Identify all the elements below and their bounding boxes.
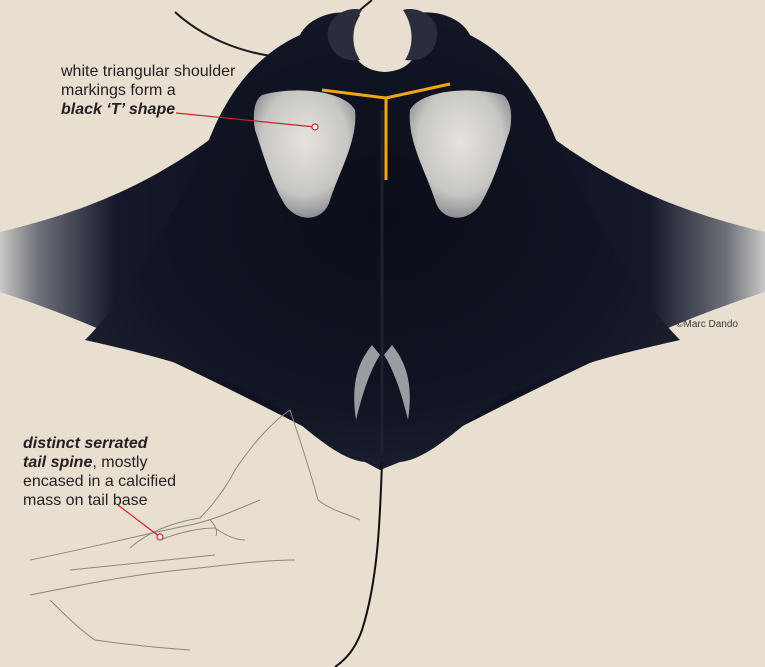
tail-annotation-emphasis-2: tail spine — [23, 454, 92, 471]
shoulder-annotation-emphasis: black ‘T’ shape — [61, 101, 175, 118]
image-credit: ©Marc Dando — [676, 319, 738, 330]
shoulder-annotation: white triangular shoulder markings form … — [61, 62, 235, 119]
tail-annotation-emphasis-1: distinct serrated — [23, 435, 147, 452]
pointer-dot-top — [312, 124, 318, 130]
manta-tail — [335, 462, 382, 667]
tail-annotation-rest-2: , mostly — [92, 454, 147, 471]
shoulder-annotation-line2: markings form a — [61, 81, 235, 100]
tail-annotation-line4: mass on tail base — [23, 491, 176, 510]
top-line — [360, 0, 372, 10]
tail-annotation-line3: encased in a calcified — [23, 472, 176, 491]
pointer-dot-bottom — [157, 534, 163, 540]
tail-spine-annotation: distinct serrated tail spine, mostly enc… — [23, 434, 176, 510]
shoulder-annotation-line1: white triangular shoulder — [61, 62, 235, 81]
